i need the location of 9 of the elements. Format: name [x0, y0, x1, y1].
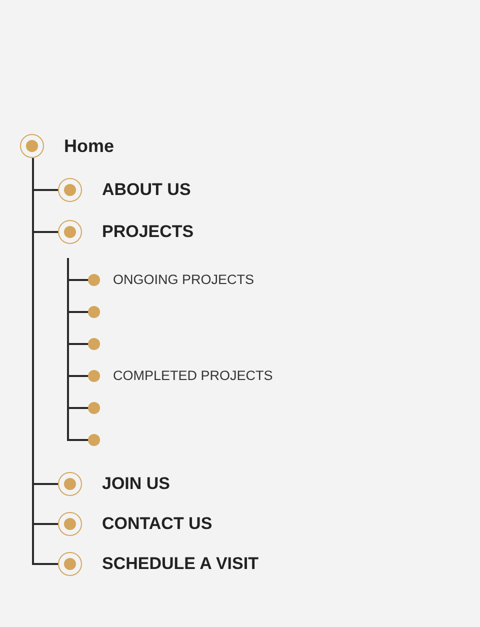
menu-link: ONGOING PROJECTS [113, 272, 254, 288]
tree-connector [67, 258, 88, 441]
menu-link: SCHEDULE A VISIT [102, 553, 258, 575]
menu-link: PROJECTS [102, 221, 194, 243]
menu-link: CONTACT US [102, 513, 212, 535]
menu-link: Home [64, 135, 114, 158]
menu-link: JOIN US [102, 473, 170, 495]
menu-link: ABOUT US [102, 179, 191, 201]
menu-link: COMPLETED PROJECTS [113, 368, 273, 384]
